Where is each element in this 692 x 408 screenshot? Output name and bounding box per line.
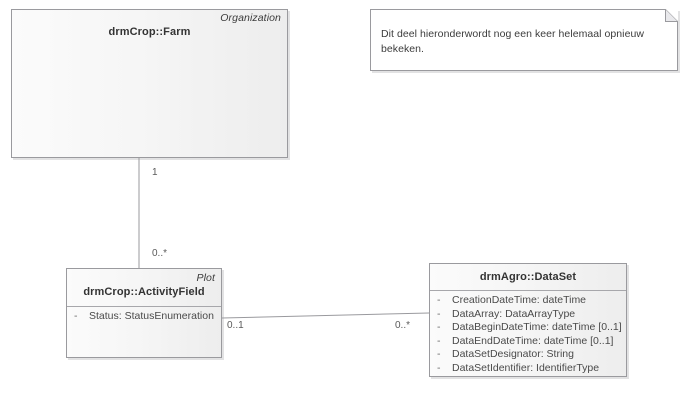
note-shape <box>370 9 678 71</box>
attribute-visibility: - <box>437 361 441 374</box>
attribute-visibility: - <box>74 310 78 322</box>
attribute-text: CreationDateTime: dateTime <box>452 294 587 306</box>
attribute-visibility: - <box>437 348 441 361</box>
class-box-farm[interactable]: Organization drmCrop::Farm <box>11 9 288 158</box>
class-header-activityfield: Plot drmCrop::ActivityField <box>67 269 221 304</box>
class-attributes-activityfield: -Status: StatusEnumeration <box>67 307 221 327</box>
multiplicity-dataset-side: 0..* <box>395 320 411 331</box>
class-header-farm: Organization drmCrop::Farm <box>12 10 287 44</box>
class-box-dataset[interactable]: drmAgro::DataSet -CreationDateTime: date… <box>429 263 627 377</box>
class-attributes-dataset: -CreationDateTime: dateTime-DataArray: D… <box>430 291 626 379</box>
attribute-row: -DataBeginDateTime: dateTime [0..1] <box>434 321 622 335</box>
attribute-text: DataBeginDateTime: dateTime [0..1] <box>452 321 622 334</box>
attribute-row: -DataSetIdentifier: IdentifierType <box>434 362 622 376</box>
attribute-row: -DataArray: DataArrayType <box>434 308 622 322</box>
attribute-text: DataSetDesignator: String <box>452 348 574 361</box>
note-text: Dit deel hieronderwordt nog een keer hel… <box>381 28 644 55</box>
attribute-text: DataSetIdentifier: IdentifierType <box>452 361 600 374</box>
multiplicity-activityfield-end: 0..* <box>152 248 168 259</box>
attribute-visibility: - <box>437 321 441 334</box>
class-title-dataset: drmAgro::DataSet <box>479 271 577 283</box>
attribute-visibility: - <box>437 294 441 306</box>
class-title-activityfield: drmCrop::ActivityField <box>83 286 205 298</box>
class-title-farm: drmCrop::Farm <box>108 26 191 38</box>
note-comment[interactable]: Dit deel hieronderwordt nog een keer hel… <box>370 9 678 71</box>
attribute-text: Status: StatusEnumeration <box>89 310 214 322</box>
class-divider-dataset <box>430 290 626 291</box>
multiplicity-farm-end: 1 <box>152 167 158 178</box>
class-stereotype-farm: Organization <box>220 12 281 24</box>
attribute-visibility: - <box>437 307 441 320</box>
attribute-text: DataArray: DataArrayType <box>452 307 576 320</box>
attribute-row: -DataSetDesignator: String <box>434 348 622 362</box>
attribute-row: -Status: StatusEnumeration <box>71 310 217 324</box>
connector-activityfield-dataset <box>221 312 430 319</box>
attribute-text: DataEndDateTime: dateTime [0..1] <box>452 334 614 347</box>
attribute-row: -DataEndDateTime: dateTime [0..1] <box>434 335 622 349</box>
class-box-activityfield[interactable]: Plot drmCrop::ActivityField -Status: Sta… <box>66 268 222 358</box>
multiplicity-activityfield-side: 0..1 <box>227 320 244 331</box>
attribute-row: -CreationDateTime: dateTime <box>434 294 622 308</box>
class-header-dataset: drmAgro::DataSet <box>430 264 626 290</box>
attribute-visibility: - <box>437 334 441 347</box>
class-divider-activityfield <box>67 306 221 307</box>
class-stereotype-activityfield: Plot <box>196 272 215 284</box>
